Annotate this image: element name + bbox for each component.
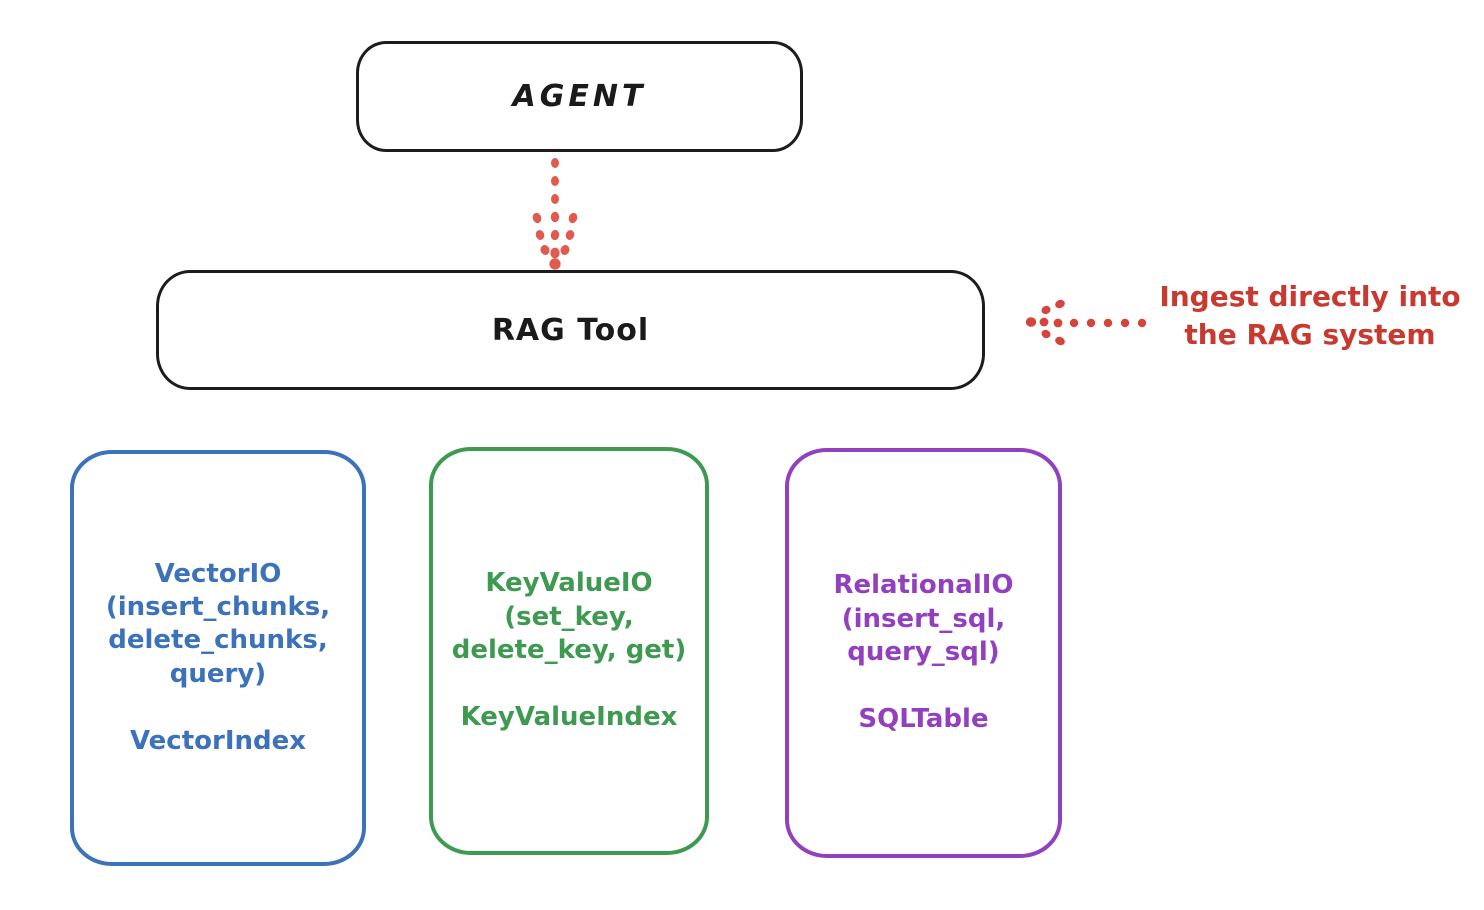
- node-key-value-io-index-label: KeyValueIndex: [460, 702, 678, 733]
- node-relational-io[interactable]: RelationalIO (insert_sql, query_sql) SQL…: [785, 448, 1062, 858]
- node-relational-io-api-label: RelationalIO (insert_sql, query_sql): [833, 570, 1014, 667]
- node-rag-tool[interactable]: RAG Tool: [156, 270, 985, 390]
- node-vector-io-api-label: VectorIO (insert_chunks, delete_chunks, …: [105, 558, 331, 689]
- node-vector-io[interactable]: VectorIO (insert_chunks, delete_chunks, …: [70, 450, 366, 866]
- node-relational-io-index-label: SQLTable: [858, 704, 989, 735]
- node-vector-io-index-label: VectorIndex: [129, 725, 307, 756]
- node-agent-label: AGENT: [512, 79, 647, 114]
- annotation-ingest-text: Ingest directly into the RAG system: [1159, 280, 1461, 351]
- dotted-down-arrow-icon: [532, 158, 578, 270]
- node-rag-tool-label: RAG Tool: [491, 312, 650, 348]
- node-key-value-io[interactable]: KeyValueIO (set_key, delete_key, get) Ke…: [429, 447, 709, 855]
- dotted-left-arrow-icon: [1025, 299, 1147, 346]
- node-agent[interactable]: AGENT: [356, 41, 803, 152]
- node-key-value-io-api-label: KeyValueIO (set_key, delete_key, get): [451, 568, 687, 665]
